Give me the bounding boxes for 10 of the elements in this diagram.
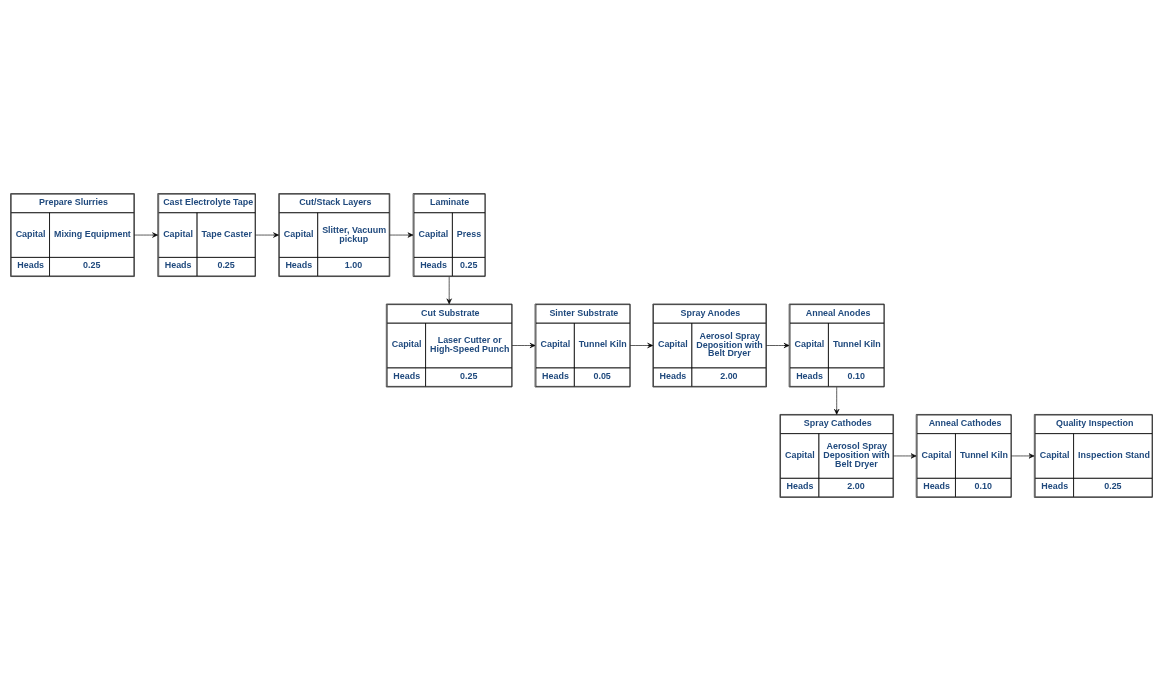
arrow — [766, 342, 790, 348]
arrow — [1011, 452, 1035, 459]
arrow — [255, 231, 279, 238]
arrow — [446, 276, 452, 304]
arrow — [511, 342, 536, 348]
arrow — [134, 231, 158, 238]
arrow — [834, 386, 840, 415]
arrow — [893, 452, 917, 459]
arrow — [389, 231, 414, 238]
arrow — [629, 342, 654, 348]
